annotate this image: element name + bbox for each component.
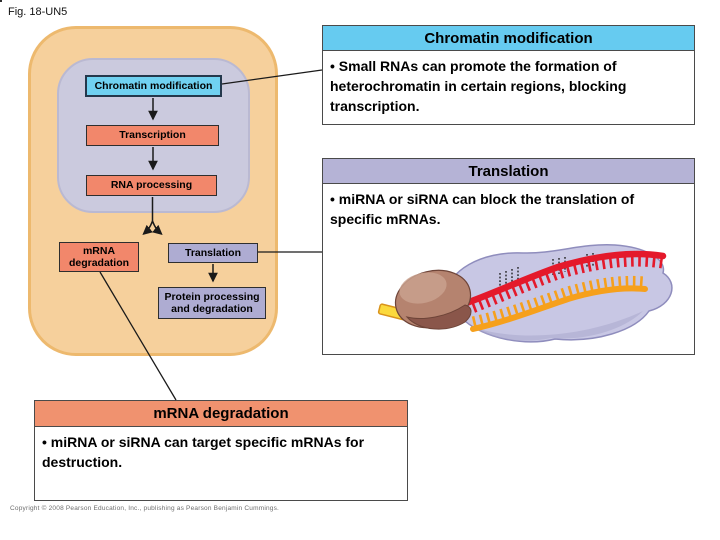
flowchart-box-translation: Translation <box>168 243 258 263</box>
callout-mrna-degradation: mRNA degradation • miRNA or siRNA can ta… <box>34 400 408 501</box>
mrna-yellow-end <box>377 303 411 322</box>
figure-label: Fig. 18-UN5 <box>8 6 68 18</box>
flowchart-box-transcription: Transcription <box>86 125 219 146</box>
base-pair-dashes <box>499 253 594 289</box>
callout-chromatin-body: • Small RNAs can promote the formation o… <box>330 58 627 114</box>
callout-chromatin-modification: Chromatin modification • Small RNAs can … <box>322 25 695 125</box>
mirna-strand <box>470 275 648 332</box>
blob-shading <box>473 311 643 341</box>
flowchart-box-rna-processing <box>0 0 2 2</box>
protein-complex-blob <box>443 244 673 343</box>
copyright-text: Copyright © 2008 Pearson Education, Inc.… <box>10 505 280 512</box>
flowchart-box-rna-processing: RNA processing <box>86 175 217 196</box>
ribosome-protein <box>394 269 472 330</box>
callout-mrna-title: mRNA degradation <box>35 401 407 427</box>
callout-translation-body: • miRNA or siRNA can block the translati… <box>330 191 635 227</box>
flowchart-box-chromatin-modification: Chromatin modification <box>85 75 222 97</box>
callout-mrna-body: • miRNA or siRNA can target specific mRN… <box>42 434 365 470</box>
mrna-strand <box>435 250 667 325</box>
callout-chromatin-title: Chromatin modification <box>323 26 694 51</box>
flowchart-box-protein-processing: Protein processing and degradation <box>158 287 266 319</box>
callout-translation-title: Translation <box>323 159 694 184</box>
callout-translation: Translation • miRNA or siRNA can block t… <box>322 158 695 355</box>
flowchart-box-mrna-degradation: mRNA degradation <box>59 242 139 272</box>
